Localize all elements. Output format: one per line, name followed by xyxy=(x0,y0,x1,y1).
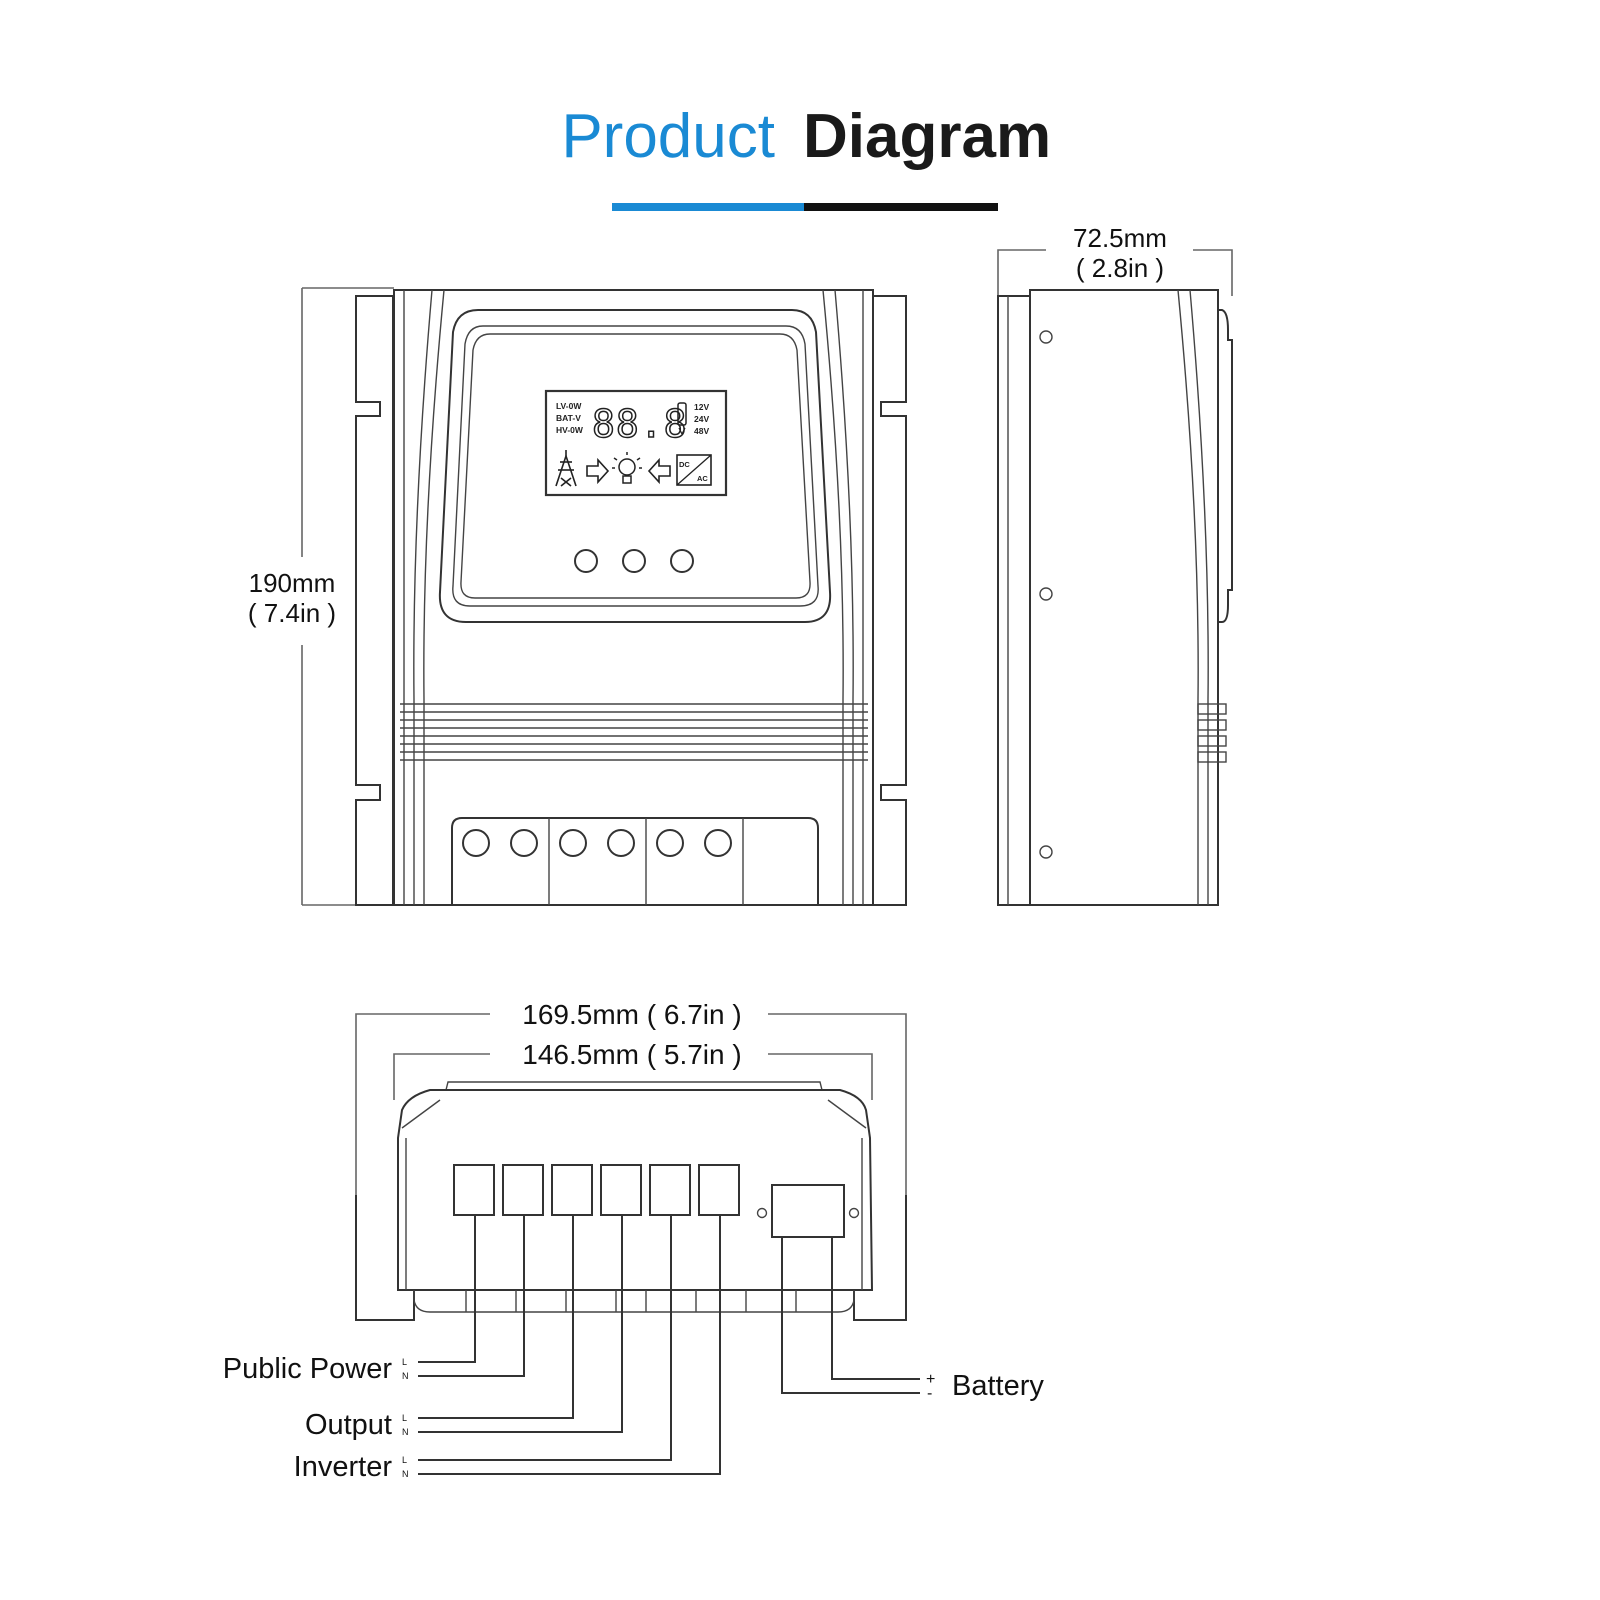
lcd-volt-12: 12V xyxy=(694,402,709,412)
pp-l: L xyxy=(402,1357,407,1367)
terminal-inverter-n xyxy=(698,1164,740,1216)
pp-n: N xyxy=(402,1371,409,1381)
out-n: N xyxy=(402,1427,409,1437)
out-l: L xyxy=(402,1413,407,1423)
terminal-public-power-l xyxy=(453,1164,495,1216)
title-diagram: Diagram xyxy=(803,102,1051,171)
terminal-inverter-l xyxy=(649,1164,691,1216)
title-product: Product xyxy=(561,102,775,171)
inv-n: N xyxy=(402,1469,409,1479)
battery-minus: - xyxy=(927,1385,932,1402)
front-ribs xyxy=(400,703,868,761)
label-output: Output xyxy=(305,1409,392,1441)
height-mm: 190mm xyxy=(249,568,336,598)
front-view: 190mm ( 7.4in ) LV-0W BAT-V HV-0W 88.8 1… xyxy=(248,287,907,906)
depth-in: ( 2.8in ) xyxy=(1076,253,1164,283)
lcd-label-hv: HV-0W xyxy=(556,425,584,435)
width-outer: 169.5mm ( 6.7in ) xyxy=(522,999,741,1030)
menu-button-3[interactable] xyxy=(670,549,694,573)
height-in: ( 7.4in ) xyxy=(248,598,336,628)
terminal-output-l xyxy=(551,1164,593,1216)
tower-icon xyxy=(555,450,577,487)
bulb-icon xyxy=(612,452,642,484)
label-inverter: Inverter xyxy=(294,1451,393,1483)
lcd-screen: LV-0W BAT-V HV-0W 88.8 12V 24V 48V xyxy=(544,389,728,497)
wiring xyxy=(418,1215,920,1475)
inverter-dc-ac-icon: DC AC xyxy=(676,454,712,486)
front-terminal-block xyxy=(451,817,819,905)
inv-l: L xyxy=(402,1455,407,1465)
lcd-label-lv: LV-0W xyxy=(556,401,582,411)
label-public-power: Public Power xyxy=(223,1353,393,1385)
terminal-output-n xyxy=(600,1164,642,1216)
terminal-battery xyxy=(771,1184,845,1238)
menu-button-1[interactable] xyxy=(574,549,598,573)
menu-button-2[interactable] xyxy=(622,549,646,573)
arrow-left-icon xyxy=(647,457,671,485)
label-battery: Battery xyxy=(952,1370,1044,1402)
inverter-ac-label: AC xyxy=(697,474,708,483)
battery-level-icon xyxy=(677,402,687,426)
battery-plus: + xyxy=(926,1371,935,1388)
width-inner: 146.5mm ( 5.7in ) xyxy=(522,1039,741,1070)
lcd-label-bat: BAT-V xyxy=(556,413,581,423)
terminal-public-power-n xyxy=(502,1164,544,1216)
inverter-dc-label: DC xyxy=(679,460,690,469)
bottom-view: 169.5mm ( 6.7in ) 146.5mm ( 5.7in ) xyxy=(223,999,1045,1483)
side-view: 72.5mm ( 2.8in ) xyxy=(997,223,1233,906)
depth-mm: 72.5mm xyxy=(1073,223,1167,253)
lcd-volt-24: 24V xyxy=(694,414,709,424)
title-underline-black xyxy=(804,203,998,211)
title-underline-blue xyxy=(612,203,804,211)
lcd-digits: 88.8 xyxy=(592,402,688,446)
arrow-right-icon xyxy=(586,457,610,485)
lcd-volt-48: 48V xyxy=(694,426,709,436)
